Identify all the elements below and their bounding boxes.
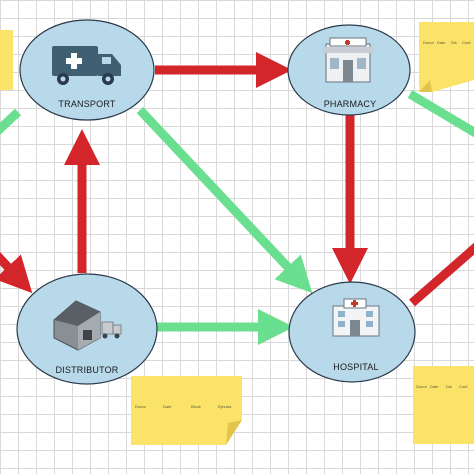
pharmacy-icon [323,37,373,83]
arrow-pharmacy-to-right [407,90,474,138]
pharmacy-note-col-3: Dis [451,40,457,45]
pharmacy-note-col-4: Cont [462,40,471,45]
arrow-transport-to-hospital [136,106,313,294]
sticky-note-distributor [131,376,242,445]
arrow-hospital-to-right [409,242,474,307]
sticky-note-topleft [0,30,13,90]
transport-label: TRANSPORT [58,99,116,109]
hospital-label: HOSPITAL [333,362,379,372]
hospital-icon [332,298,380,337]
pharmacy-note-col-1: Donor [423,40,434,45]
sticky-note-hospital [413,366,474,444]
hospital-note-col-4: Cont [459,384,468,389]
hospital-note-col-1: Donor [416,384,427,389]
arrow-left-to-transport [0,108,22,135]
distributor-note-col-4: Ejecuta [218,404,232,409]
sticky-note-pharmacy [419,22,474,92]
hospital-note-col-3: Dis [446,384,452,389]
pharmacy-note-col-2: Date [437,40,446,45]
distributor-label: DISTRIBUTOR [55,365,119,375]
distributor-note-col-2: Date [163,404,172,409]
hospital-note-col-2: Date [430,384,439,389]
distributor-note-col-3: Block [191,404,201,409]
pharmacy-label: PHARMACY [323,99,377,109]
truck-icon [52,46,121,85]
warehouse-icon [53,300,122,351]
arrow-left-to-distributor [0,251,33,294]
distributor-note-col-1: Donor [135,404,146,409]
